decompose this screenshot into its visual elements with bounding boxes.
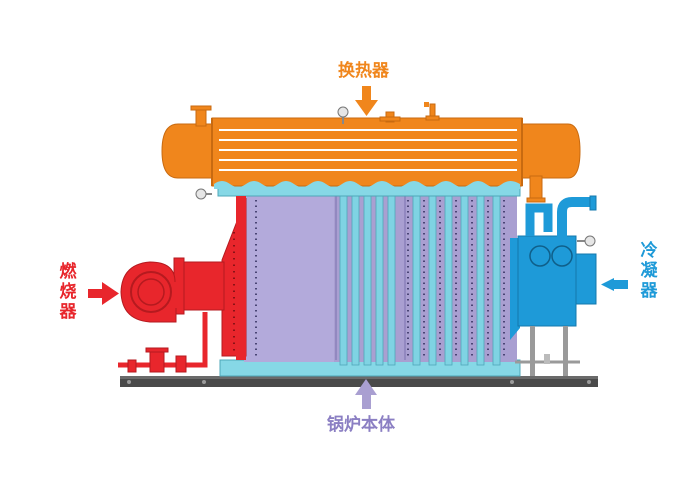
furnace-front — [221, 196, 247, 360]
burner — [118, 257, 225, 373]
condenser-arrow — [601, 278, 628, 291]
base-frame — [120, 376, 598, 387]
heat-exchanger — [161, 102, 581, 203]
condenser — [510, 195, 597, 376]
condenser-label: 冷凝器 — [640, 241, 658, 301]
pressure-gauge-left — [195, 188, 212, 200]
burner-label: 燃烧器 — [59, 262, 77, 322]
burner-arrow — [88, 282, 119, 305]
boiler-body — [244, 190, 517, 366]
boiler-body-arrow — [355, 379, 377, 409]
boiler-body-label: 锅炉本体 — [327, 415, 395, 435]
heat-exchanger-label: 换热器 — [338, 61, 389, 81]
pressure-gauge-right — [577, 235, 596, 247]
heat-exchanger-arrow — [355, 86, 378, 116]
pressure-gauge-top — [337, 106, 349, 124]
